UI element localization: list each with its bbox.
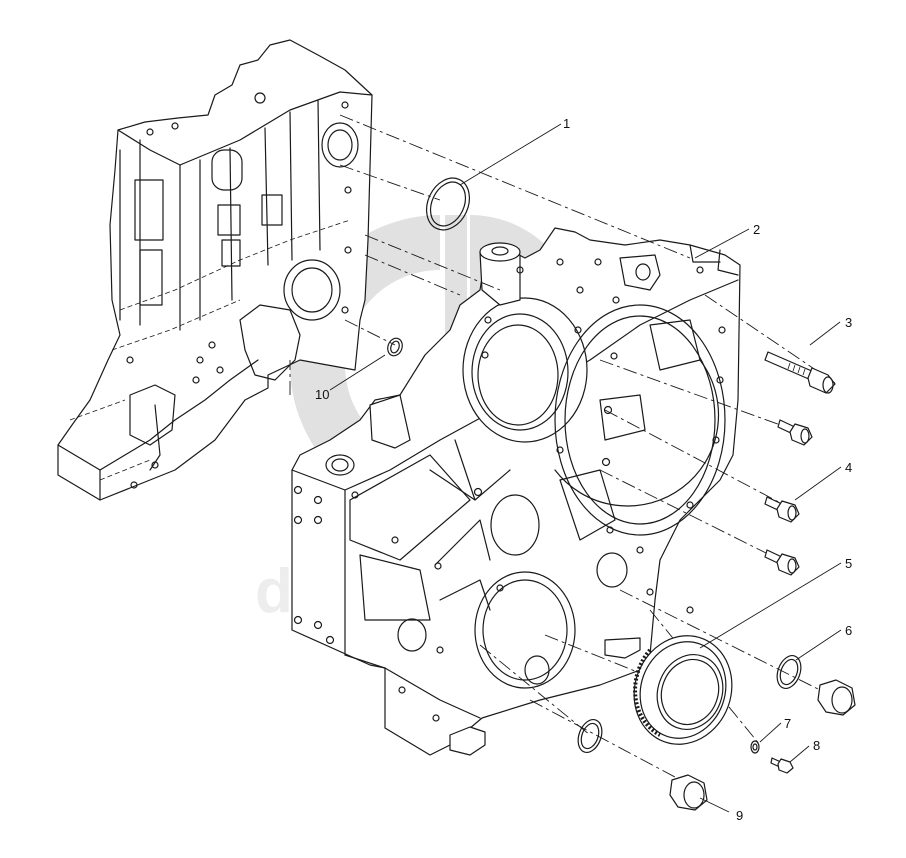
plug-part-9 [669,774,708,811]
crankshaft-bore [474,571,576,689]
callout-7: 7 [784,716,791,731]
assembly-centerlines [289,114,841,786]
callout-6: 6 [845,623,852,638]
crank-seal-part-5 [633,635,733,745]
long-bolt-part-3 [764,351,836,394]
callout-8: 8 [813,738,820,753]
small-bolt-part-8 [770,757,794,774]
small-ring-part-10 [387,337,403,357]
callout-labels: 1 2 3 4 5 6 7 8 9 10 [315,116,852,823]
o-ring-part-1 [425,177,471,231]
callout-1: 1 [563,116,570,131]
gear-cover-part-2 [291,227,741,756]
callout-4: 4 [845,460,852,475]
cover-bolt-holes [293,258,726,722]
callout-2: 2 [753,222,760,237]
callout-5: 5 [845,556,852,571]
callout-10: 10 [315,387,329,402]
callout-9: 9 [736,808,743,823]
plug-part-6 [817,679,856,716]
washer-part-9 [577,718,603,754]
engine-block [57,39,373,501]
washer-part-6 [776,654,802,690]
washer-part-7 [750,740,760,754]
callout-3: 3 [845,315,852,330]
leader-lines [329,123,842,813]
short-bolts-part-4 [764,419,813,576]
